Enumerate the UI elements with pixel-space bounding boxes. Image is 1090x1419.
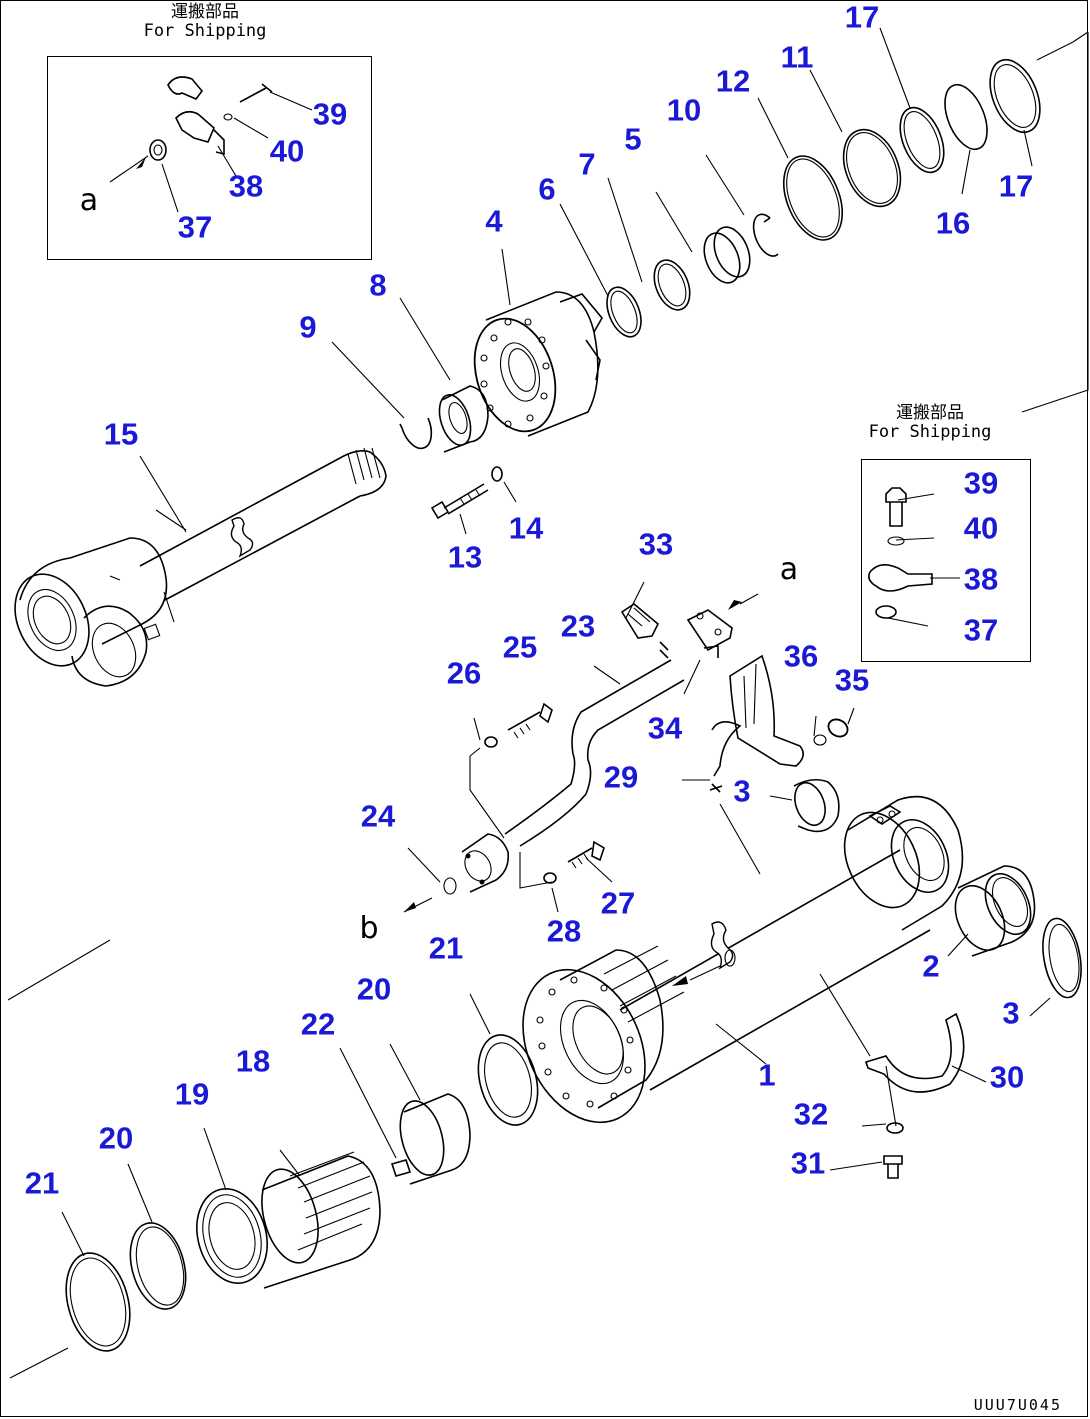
callout-28: 28 [546, 913, 582, 949]
callout-10: 10 [666, 92, 702, 128]
callout-33: 33 [638, 526, 674, 562]
ref-a-pipe: a [779, 552, 799, 587]
inset-right-title: 運搬部品 For Shipping [850, 404, 1010, 442]
callout-37-right: 37 [963, 612, 999, 648]
callout-20: 20 [356, 971, 392, 1007]
ref-b: b [359, 911, 379, 946]
callout-7: 7 [578, 146, 596, 182]
callout-26: 26 [446, 655, 482, 691]
piston-rod [14, 447, 387, 687]
callout-16: 16 [935, 205, 971, 241]
callout-22: 22 [300, 1006, 336, 1042]
hydraulic-piping [403, 581, 759, 913]
bolt-and-washer [430, 466, 517, 535]
callout-3-right: 3 [1002, 995, 1020, 1031]
callout-8: 8 [369, 267, 387, 303]
callout-24: 24 [360, 798, 396, 834]
callout-17: 17 [844, 0, 880, 35]
leader-lines [7, 31, 1089, 1379]
callout-11: 11 [780, 39, 814, 75]
seal-ring-parts [559, 27, 1074, 338]
callout-4: 4 [485, 203, 503, 239]
callout-20-left: 20 [98, 1120, 134, 1156]
callout-34: 34 [647, 710, 683, 746]
callout-14: 14 [508, 510, 544, 546]
callout-19: 19 [174, 1076, 210, 1112]
callout-5: 5 [624, 121, 642, 157]
piston-assembly [61, 993, 539, 1352]
drawing-code: UUU7U045 [973, 1396, 1062, 1414]
callout-27: 27 [600, 885, 636, 921]
callout-1: 1 [758, 1057, 776, 1093]
callout-40-right: 40 [963, 510, 999, 546]
callout-23: 23 [560, 608, 596, 644]
callout-18: 18 [235, 1043, 271, 1079]
bracket-and-clamp [682, 654, 855, 833]
bushing-and-snap-ring [331, 297, 489, 453]
callout-31: 31 [790, 1145, 826, 1181]
callout-32: 32 [793, 1096, 829, 1132]
callout-21-left: 21 [24, 1165, 60, 1201]
callout-25: 25 [502, 629, 538, 665]
callout-17-right: 17 [998, 168, 1034, 204]
inset-right-title-jp: 運搬部品 [896, 403, 964, 423]
cylinder-head [473, 248, 603, 437]
callout-2: 2 [922, 948, 940, 984]
for-shipping-inset-right [861, 459, 1031, 662]
callout-38-right: 38 [963, 561, 999, 597]
callout-30: 30 [989, 1059, 1025, 1095]
callout-37: 37 [177, 209, 213, 245]
inset-top-parts [109, 76, 313, 213]
callout-6: 6 [538, 171, 556, 207]
callout-3: 3 [733, 773, 751, 809]
callout-12: 12 [715, 63, 751, 99]
callout-35: 35 [834, 662, 870, 698]
callout-9: 9 [299, 309, 317, 345]
callout-15: 15 [103, 416, 139, 452]
callout-39-right: 39 [963, 465, 999, 501]
callout-38: 38 [228, 168, 264, 204]
callout-36: 36 [783, 638, 819, 674]
inset-top-title-en: For Shipping [143, 21, 267, 41]
ref-a-inset: a [79, 183, 99, 218]
cylinder-tube [522, 795, 964, 1124]
callout-13: 13 [447, 539, 483, 575]
pipe-clamp [819, 973, 987, 1179]
callout-39: 39 [312, 96, 348, 132]
inset-top-title: 運搬部品 For Shipping [120, 3, 290, 41]
inset-right-title-en: For Shipping [868, 422, 992, 442]
bushing-and-dust-seal [947, 865, 1082, 1017]
inset-top-title-jp: 運搬部品 [171, 2, 239, 22]
for-shipping-inset-top [47, 56, 372, 260]
callout-29: 29 [603, 759, 639, 795]
callout-40: 40 [269, 133, 305, 169]
callout-21: 21 [428, 930, 464, 966]
